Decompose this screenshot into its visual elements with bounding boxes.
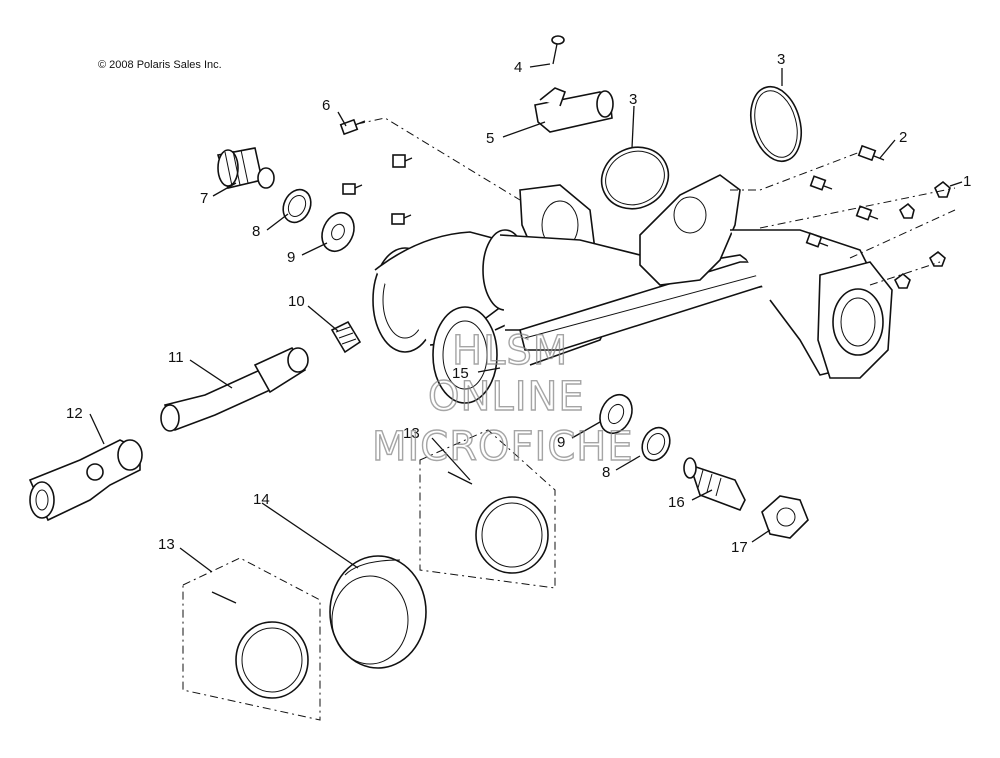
clamp-group-lower-part-13 [182,557,321,721]
spline-part-7 [216,147,275,189]
bearing-lower-part-9 [599,393,633,435]
guard-part-5 [534,87,614,133]
watermark-line-3: MICROFICHE [372,424,634,470]
watermark-line-1: HLSM [452,328,568,374]
nut-part-17 [761,495,809,539]
bearing-upper-part-9 [321,211,355,253]
watermark: HLSM ONLINE MICROFICHE [371,327,634,470]
callout-12: 12 [66,405,83,422]
callout-8b: 8 [602,464,610,481]
callout-labels: 1 2 3 3 4 5 6 7 8 9 10 11 12 13 14 13 15… [66,51,971,556]
o-ring-left-part-3 [600,146,670,210]
clamp-group-upper-part-13 [419,429,556,589]
callout-3a: 3 [629,91,637,108]
callout-13b: 13 [158,536,175,553]
watermark-line-2: ONLINE [428,374,585,420]
boot-part-14 [329,555,427,669]
callout-11: 11 [168,349,184,366]
callout-16: 16 [668,494,685,511]
screw-part-4 [551,35,565,65]
copyright-text: © 2008 Polaris Sales Inc. [98,59,222,71]
callout-17: 17 [731,539,748,556]
callout-10: 10 [288,293,305,310]
callout-6: 6 [322,97,330,114]
o-ring-right-part-3 [750,85,802,163]
swing-arm-part-15 [372,174,893,404]
callout-13a: 13 [403,425,420,442]
seal-lower-part-8 [641,426,671,462]
callout-9b: 9 [557,434,565,451]
drive-shaft-part-11 [160,346,309,432]
callout-1: 1 [963,173,971,190]
bolts-part-6 [339,118,413,225]
callout-15: 15 [452,365,469,382]
callout-leaders [89,63,963,573]
hardware-parts-1-2 [805,144,951,289]
shaft-part-16 [683,457,746,512]
callout-7: 7 [200,190,208,207]
callout-2: 2 [899,129,907,146]
callout-5: 5 [486,130,494,147]
callout-3b: 3 [777,51,785,68]
seal-upper-part-8 [282,188,312,224]
callout-9a: 9 [287,249,295,266]
coupler-part-10 [330,320,362,354]
callout-4: 4 [514,59,522,76]
leader-lines [356,117,956,286]
callout-8a: 8 [252,223,260,240]
callout-14: 14 [253,491,270,508]
u-joint-part-12 [28,439,143,522]
